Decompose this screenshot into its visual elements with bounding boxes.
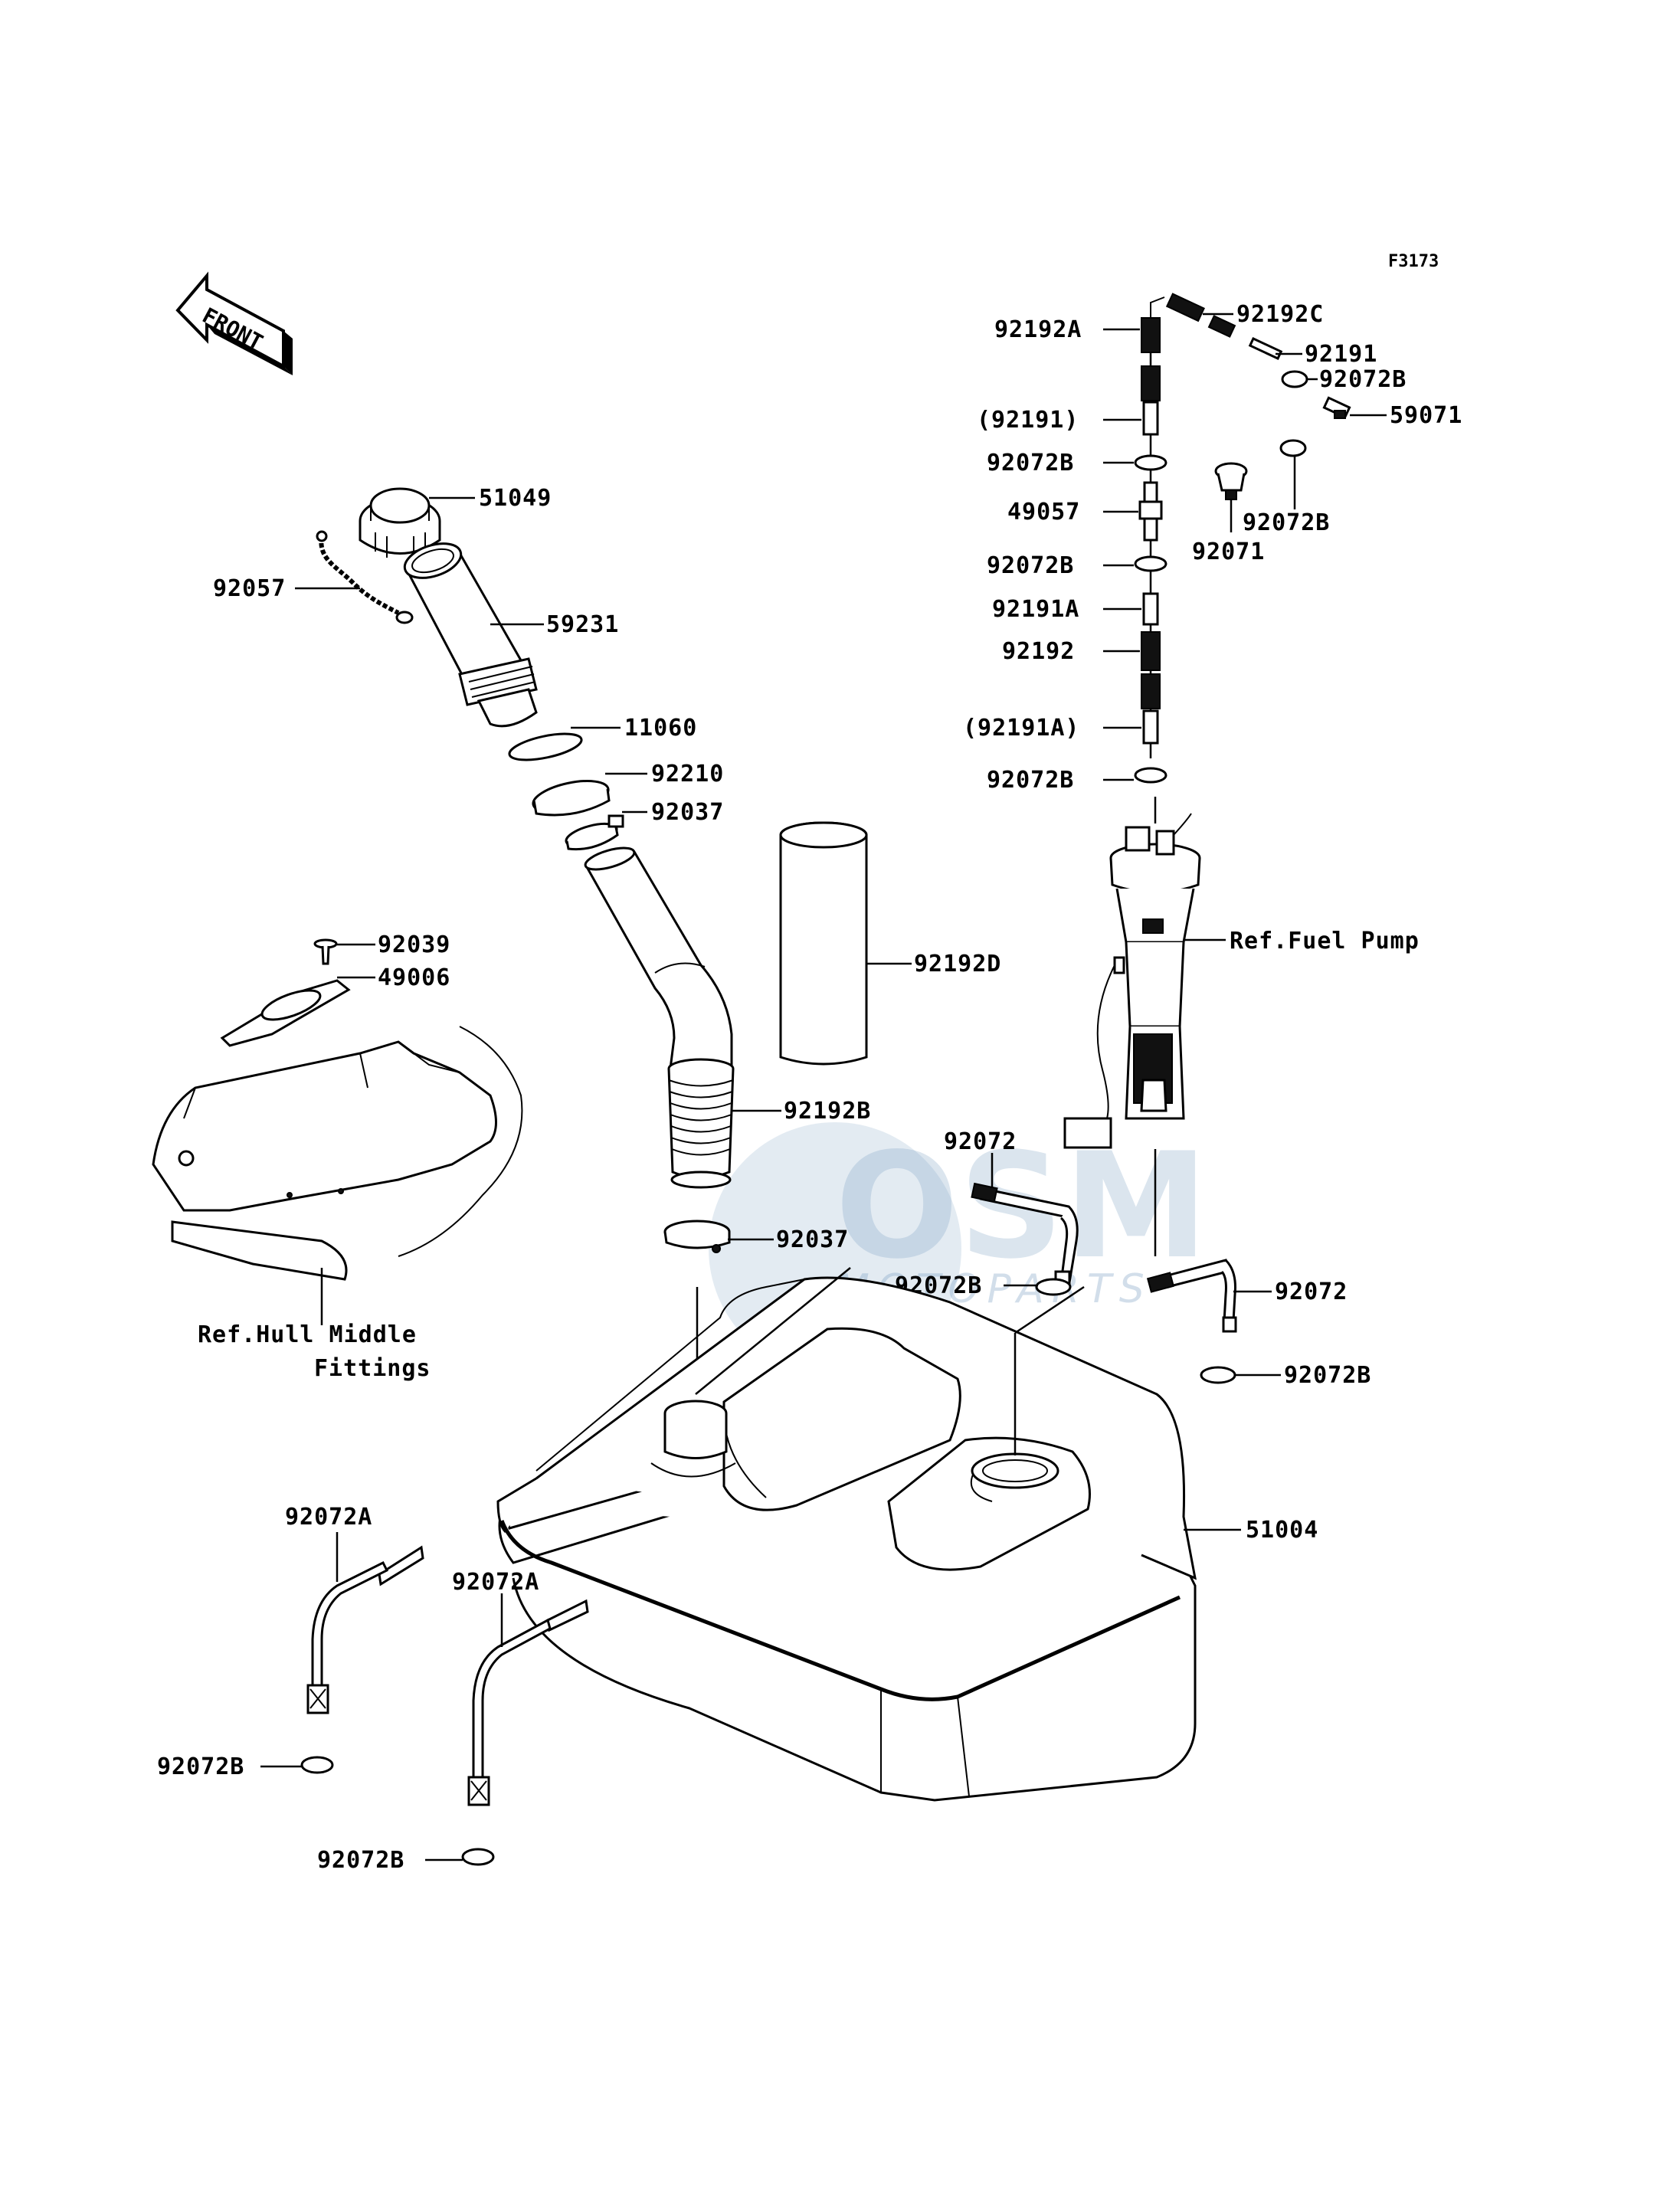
label-92192d: 92192D [914, 951, 1001, 977]
label-92192c: 92192C [1236, 301, 1324, 328]
label-92072a-1: 92072A [285, 1504, 372, 1531]
plate-49006 [220, 979, 351, 1047]
front-arrow-icon: FRONT [175, 271, 293, 375]
elbow-59071 [1322, 396, 1351, 419]
o-ring-11060 [508, 732, 583, 761]
clip-92072b-9 [461, 1848, 495, 1866]
fuel-cap-51049 [359, 487, 441, 558]
check-valve-92071 [1214, 462, 1248, 500]
label-92191a-paren: (92191A) [963, 715, 1080, 742]
clip-92072b-4 [1279, 439, 1307, 457]
clip-92072b-6 [1035, 1278, 1072, 1296]
label-92072b-3: 92072B [987, 552, 1074, 579]
label-92072b-2: 92072B [987, 450, 1074, 476]
label-92072a-2: 92072A [452, 1569, 539, 1596]
vent-tee [1150, 296, 1165, 318]
fuel-tank-51004 [496, 1276, 1197, 1802]
tube-92192d [779, 821, 868, 1066]
label-92191-paren: (92191) [977, 407, 1079, 434]
label-51004: 51004 [1246, 1517, 1318, 1544]
hull-middle-fittings [152, 1026, 523, 1281]
hull-ref-line1: Ref.Hull Middle [198, 1321, 417, 1348]
label-92037-a: 92037 [651, 799, 724, 826]
clip-92072b-5 [1134, 767, 1167, 784]
fuel-pump-ref: Ref.Fuel Pump [1230, 928, 1420, 954]
hose-92192 [1141, 631, 1161, 671]
pipe-92191 [1248, 337, 1283, 360]
band-92072a-mid [467, 1599, 589, 1806]
label-92191a: 92191A [992, 596, 1079, 623]
label-49006: 49006 [378, 964, 450, 991]
valve-49057 [1138, 481, 1163, 542]
clamp-92037-top [565, 814, 624, 851]
label-92037-b: 92037 [776, 1226, 849, 1253]
label-92210: 92210 [651, 761, 724, 787]
clip-92072b-7 [1200, 1366, 1236, 1384]
label-11060: 11060 [624, 715, 697, 742]
clip-92072b-8 [300, 1756, 334, 1774]
label-92072b-1: 92072B [1319, 366, 1407, 393]
filler-neck-59231 [403, 542, 538, 728]
clip-92072b-2 [1134, 454, 1167, 471]
hull-ref-line2: Fittings [314, 1355, 431, 1382]
label-49057: 49057 [1007, 499, 1080, 526]
label-92072-2: 92072 [1275, 1279, 1348, 1305]
cap-strap-92057 [316, 530, 414, 624]
hose-92191-upper [1141, 365, 1161, 436]
label-92072b-5: 92072B [987, 767, 1074, 794]
label-92072b-9: 92072B [317, 1847, 404, 1874]
hose-92192c [1165, 293, 1236, 338]
label-92072-1: 92072 [944, 1128, 1017, 1155]
label-59231: 59231 [546, 611, 619, 638]
band-92072-right [1146, 1259, 1237, 1333]
leader-tank-neck [695, 1267, 851, 1395]
label-92039: 92039 [378, 932, 450, 958]
rivet-92039 [313, 938, 338, 965]
filler-hose [584, 846, 733, 1070]
hose-92191a-lower [1141, 673, 1161, 745]
clip-92072b-1 [1281, 370, 1308, 388]
band-92072a-left [306, 1545, 424, 1714]
pipe-92191a [1142, 592, 1159, 626]
nut-92210 [532, 780, 611, 817]
label-92192a: 92192A [994, 316, 1082, 343]
label-92192: 92192 [1002, 638, 1075, 665]
clip-92072b-3 [1134, 555, 1167, 572]
hose-92192a [1141, 317, 1161, 353]
label-59071: 59071 [1390, 402, 1462, 429]
label-92072b-7: 92072B [1284, 1362, 1371, 1389]
fuel-pump [1063, 813, 1201, 1149]
label-92191-right: 92191 [1305, 341, 1377, 368]
label-51049: 51049 [479, 485, 552, 512]
label-92071: 92071 [1192, 539, 1265, 565]
corrugated-hose-92192b [667, 1058, 735, 1189]
diagram-code: F3173 [1388, 252, 1439, 271]
clamp-92037-lower [663, 1220, 731, 1253]
label-92057: 92057 [213, 575, 286, 602]
label-92072b-4: 92072B [1243, 509, 1330, 536]
label-92072b-8: 92072B [157, 1753, 244, 1780]
label-92192b: 92192B [784, 1098, 871, 1125]
